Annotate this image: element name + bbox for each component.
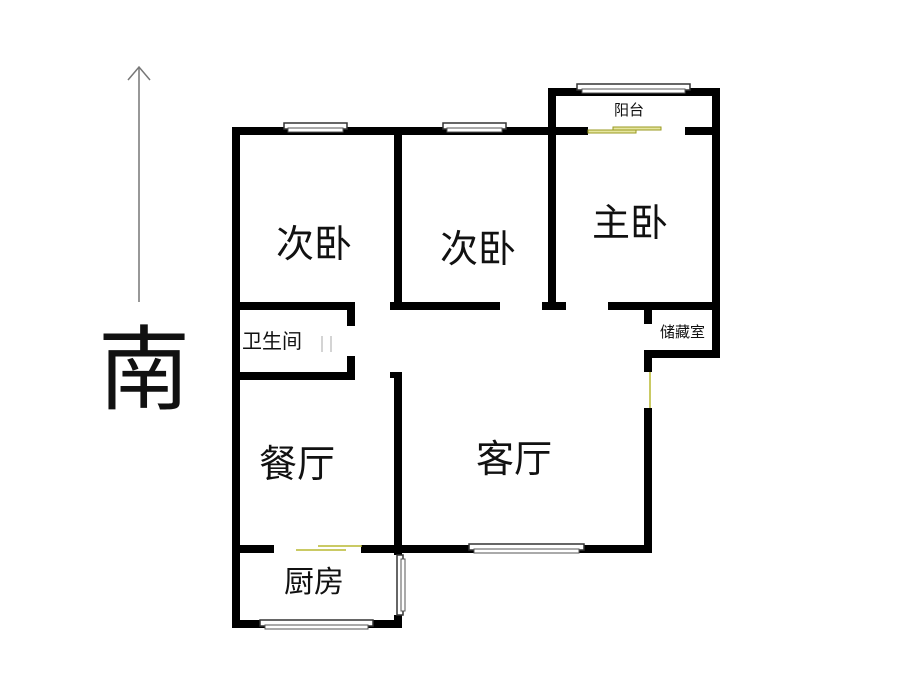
room-label-second-bedroom-west: 次卧: [276, 222, 353, 266]
room-label-storage-room: 储藏室: [660, 323, 706, 341]
room-label-bathroom: 卫生间: [242, 329, 302, 353]
room-label-dining-room: 餐厅: [259, 442, 336, 486]
north-arrow-icon: [127, 65, 151, 302]
room-label-balcony: 阳台: [614, 101, 645, 119]
windows: [259, 83, 691, 630]
compass-direction-label: 南: [98, 317, 191, 424]
room-label-master-bedroom: 主卧: [592, 201, 669, 245]
doors: [296, 126, 662, 551]
room-label-living-room: 客厅: [476, 437, 553, 481]
room-label-kitchen: 厨房: [284, 565, 344, 600]
room-label-second-bedroom-middle: 次卧: [440, 227, 517, 271]
